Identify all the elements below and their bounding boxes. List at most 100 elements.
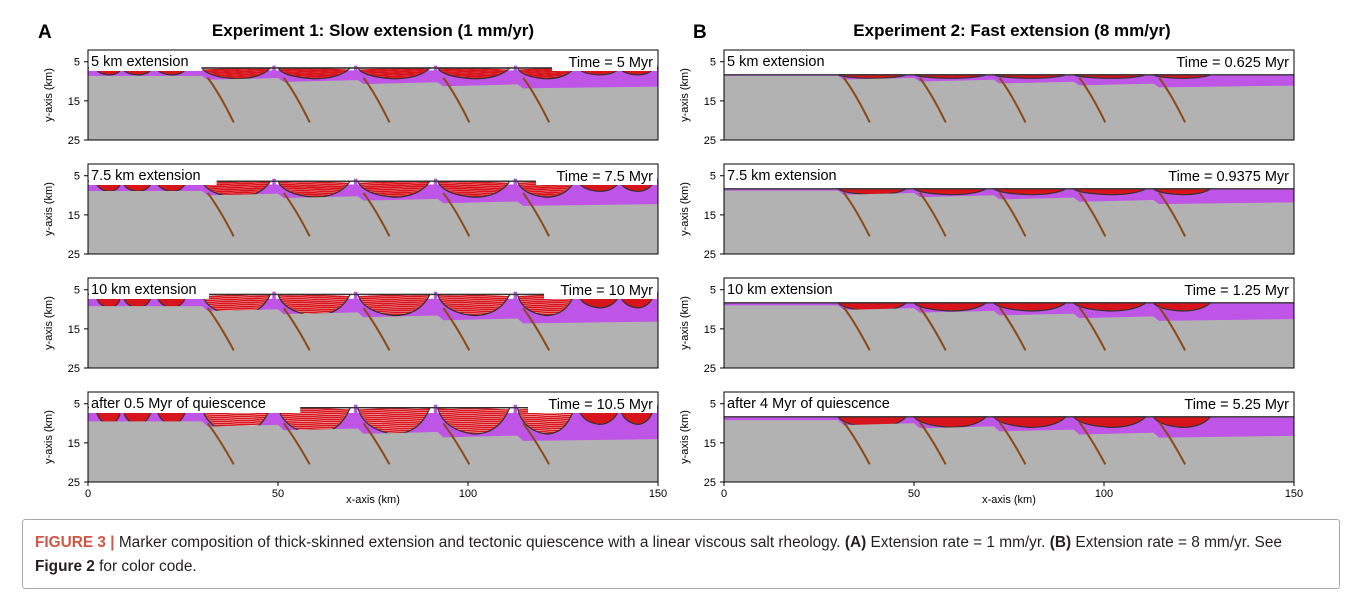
fault-line	[918, 191, 947, 237]
y-tick-label: 5	[710, 285, 716, 297]
fault-line	[1158, 77, 1186, 123]
stratum-line	[437, 68, 510, 73]
stratum-line	[357, 420, 430, 426]
minibasin-outline	[913, 74, 987, 79]
minibasin-outline	[1071, 188, 1147, 196]
fault-line	[1078, 306, 1107, 351]
stage-label: 7.5 km extension	[91, 168, 201, 184]
stratum-line	[357, 408, 430, 413]
stratum-line	[437, 295, 510, 300]
stratum-line	[357, 300, 430, 306]
fault-line	[442, 192, 471, 237]
caption-label: FIGURE 3 |	[35, 534, 115, 551]
fault-line	[842, 421, 871, 465]
stratum-line	[517, 298, 575, 304]
stratum-line	[278, 69, 351, 75]
fault-line	[522, 77, 550, 123]
stratum-line	[202, 304, 271, 310]
y-tick-label: 15	[68, 210, 80, 222]
minibasin-outline	[516, 293, 576, 317]
stratum-line	[437, 418, 510, 424]
stage-label: 10 km extension	[727, 282, 833, 298]
stage-label-bg	[89, 165, 217, 185]
minibasin	[993, 74, 1067, 79]
stratum-line	[95, 413, 123, 419]
y-tick-label: 25	[704, 249, 716, 261]
stratum-line	[202, 69, 271, 75]
stratum-line	[156, 184, 187, 189]
stratum-line	[278, 181, 351, 187]
stratum-line	[357, 181, 430, 185]
stratum-line	[278, 416, 351, 422]
stratum-line	[357, 294, 430, 298]
fault-line	[206, 307, 235, 351]
panel-title: Experiment 1: Slow extension (1 mm/yr)	[212, 21, 534, 40]
stratum-line	[278, 186, 351, 192]
basement	[88, 191, 658, 254]
y-tick-label: 5	[74, 57, 80, 69]
minibasin-outline	[619, 407, 656, 425]
stratum-line	[517, 300, 575, 306]
stratum-line	[437, 68, 510, 72]
minibasin-outline	[1073, 74, 1146, 79]
time-label-bg	[1156, 51, 1293, 71]
minibasin-outline	[1152, 302, 1212, 312]
plot-frame	[87, 163, 659, 255]
stratum-line	[278, 183, 351, 188]
stratum-line	[437, 414, 510, 420]
y-tick-label: 25	[68, 135, 80, 147]
plot-frame	[723, 163, 1295, 255]
minibasin-outline	[436, 67, 512, 80]
caption-text-1: Marker composition of thick-skinned exte…	[114, 534, 845, 551]
caption-text-3: Extension rate = 8 mm/yr. See	[1071, 534, 1282, 551]
caption-ref-a: (A)	[844, 534, 867, 551]
fault-line	[1158, 191, 1186, 237]
minibasin-outline	[912, 416, 988, 428]
salt-diapir	[354, 291, 358, 303]
fault-line	[998, 306, 1027, 351]
y-axis-label: y-axis (km)	[43, 410, 55, 464]
stratum-line	[202, 418, 271, 424]
stratum-line	[437, 186, 510, 192]
y-tick-label: 5	[74, 399, 80, 411]
y-tick-label: 5	[710, 171, 716, 183]
stage-label: 7.5 km extension	[727, 168, 837, 184]
caption-text-2: Extension rate = 1 mm/yr.	[866, 534, 1050, 551]
minibasin-outline	[1072, 302, 1148, 312]
stratum-line	[437, 416, 510, 422]
basement	[88, 75, 658, 140]
y-axis-label: y-axis (km)	[43, 296, 55, 350]
x-tick-label: 100	[459, 488, 477, 500]
fault-line	[522, 422, 550, 465]
salt-diapir	[433, 65, 438, 75]
stratum-line	[437, 420, 510, 426]
stratum-line	[202, 414, 271, 420]
y-tick-label: 15	[704, 438, 716, 450]
time-label-bg	[1148, 165, 1293, 185]
fault-line	[442, 77, 471, 123]
y-axis-label: y-axis (km)	[679, 182, 691, 236]
stratum-line	[620, 413, 655, 419]
y-axis-label: y-axis (km)	[43, 68, 55, 122]
minibasin	[1151, 74, 1211, 79]
stratum-line	[278, 294, 351, 298]
fault-line	[842, 306, 871, 351]
plot-frame	[87, 49, 659, 141]
fault-line	[206, 77, 235, 123]
stratum-line	[95, 412, 123, 418]
minibasin-outline	[912, 302, 988, 312]
stratum-line	[437, 298, 510, 304]
stratum-line	[357, 296, 430, 302]
minibasin-outline	[516, 67, 576, 80]
minibasin	[356, 293, 431, 317]
stratum-line	[517, 414, 575, 420]
stratum-line	[357, 416, 430, 422]
x-axis-label: x-axis (km)	[982, 494, 1036, 506]
stage-label: 5 km extension	[727, 54, 825, 70]
stratum-line	[156, 413, 187, 419]
stratum-line	[202, 295, 271, 300]
stratum-line	[202, 183, 271, 188]
y-tick-label: 5	[74, 285, 80, 297]
